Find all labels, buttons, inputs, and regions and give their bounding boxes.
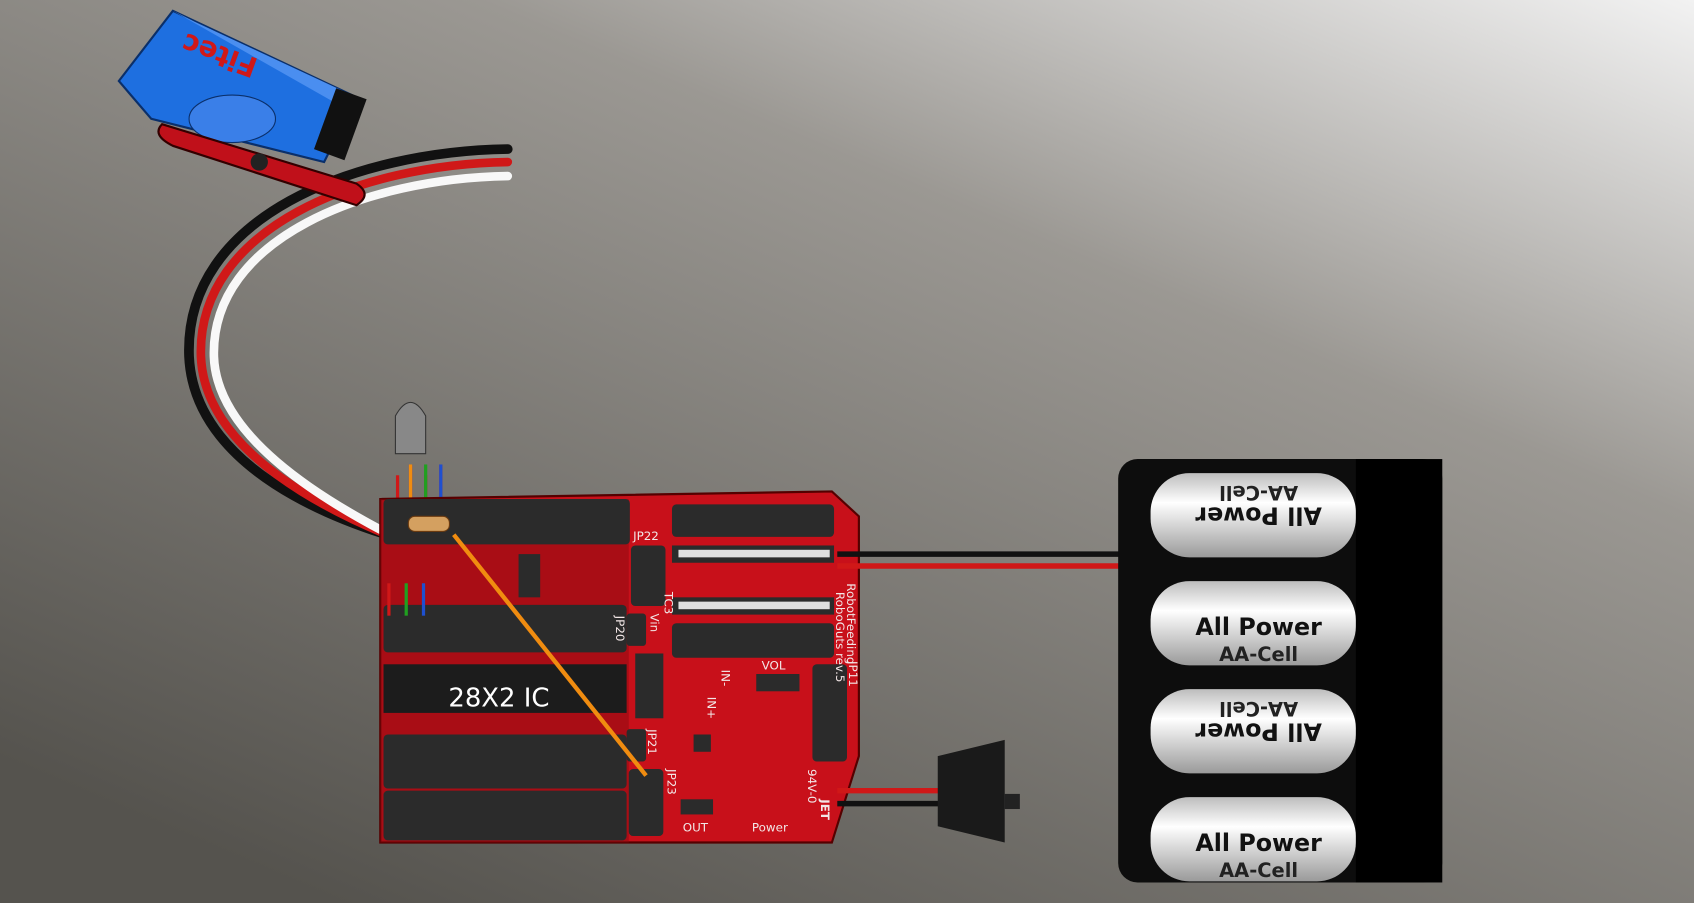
cell-type: AA-Cell <box>1219 481 1298 504</box>
label-jp20: JP20 <box>613 615 627 642</box>
label-jp21: JP21 <box>645 728 659 755</box>
jp11-header <box>812 664 847 762</box>
label-maker: RobotFeeding <box>844 583 858 664</box>
label-jet: JET <box>818 798 832 821</box>
label-rev: RoboGuts rev.5 <box>833 592 847 682</box>
battery-leads <box>837 551 1135 807</box>
cell-brand: All Power <box>1195 829 1322 857</box>
rgb-led <box>394 401 443 508</box>
servo-cable <box>184 144 513 595</box>
ic-chip <box>383 664 627 713</box>
switch <box>518 554 541 598</box>
jp22-header <box>630 545 666 606</box>
cell-type: AA-Cell <box>1219 643 1298 666</box>
label-in-plus: IN+ <box>705 697 719 719</box>
label-jp23: JP23 <box>665 768 679 795</box>
label-jp22: JP22 <box>632 529 659 543</box>
cell-brand: All Power <box>1195 718 1322 746</box>
resistor <box>407 515 450 532</box>
cell-brand: All Power <box>1195 613 1322 641</box>
battery-holder <box>1118 459 1443 883</box>
label-jp11: JP11 <box>846 660 860 687</box>
jumper-wire <box>452 533 648 777</box>
servo-motor: Fitec <box>117 9 367 207</box>
label-power: Power <box>752 821 788 835</box>
label-in-minus: IN- <box>719 670 733 687</box>
ic-label: 28X2 IC <box>448 683 549 713</box>
cell-type: AA-Cell <box>1219 859 1298 882</box>
cell-type: AA-Cell <box>1219 697 1298 720</box>
label-cert: 94V-0 <box>805 769 819 803</box>
jp23-header <box>628 769 664 837</box>
power-switch[interactable] <box>937 739 1020 843</box>
led-leads <box>387 583 426 616</box>
label-vin: Vin <box>647 614 661 633</box>
cell-brand: All Power <box>1195 502 1322 530</box>
label-out: OUT <box>683 821 709 835</box>
label-vol: VOL <box>762 659 786 673</box>
label-tc3: TC3 <box>661 591 675 614</box>
roboguts-board: 28X2 IC JP22 JP20 Vin TC3 JP21 JP23 JP11… <box>379 490 860 844</box>
